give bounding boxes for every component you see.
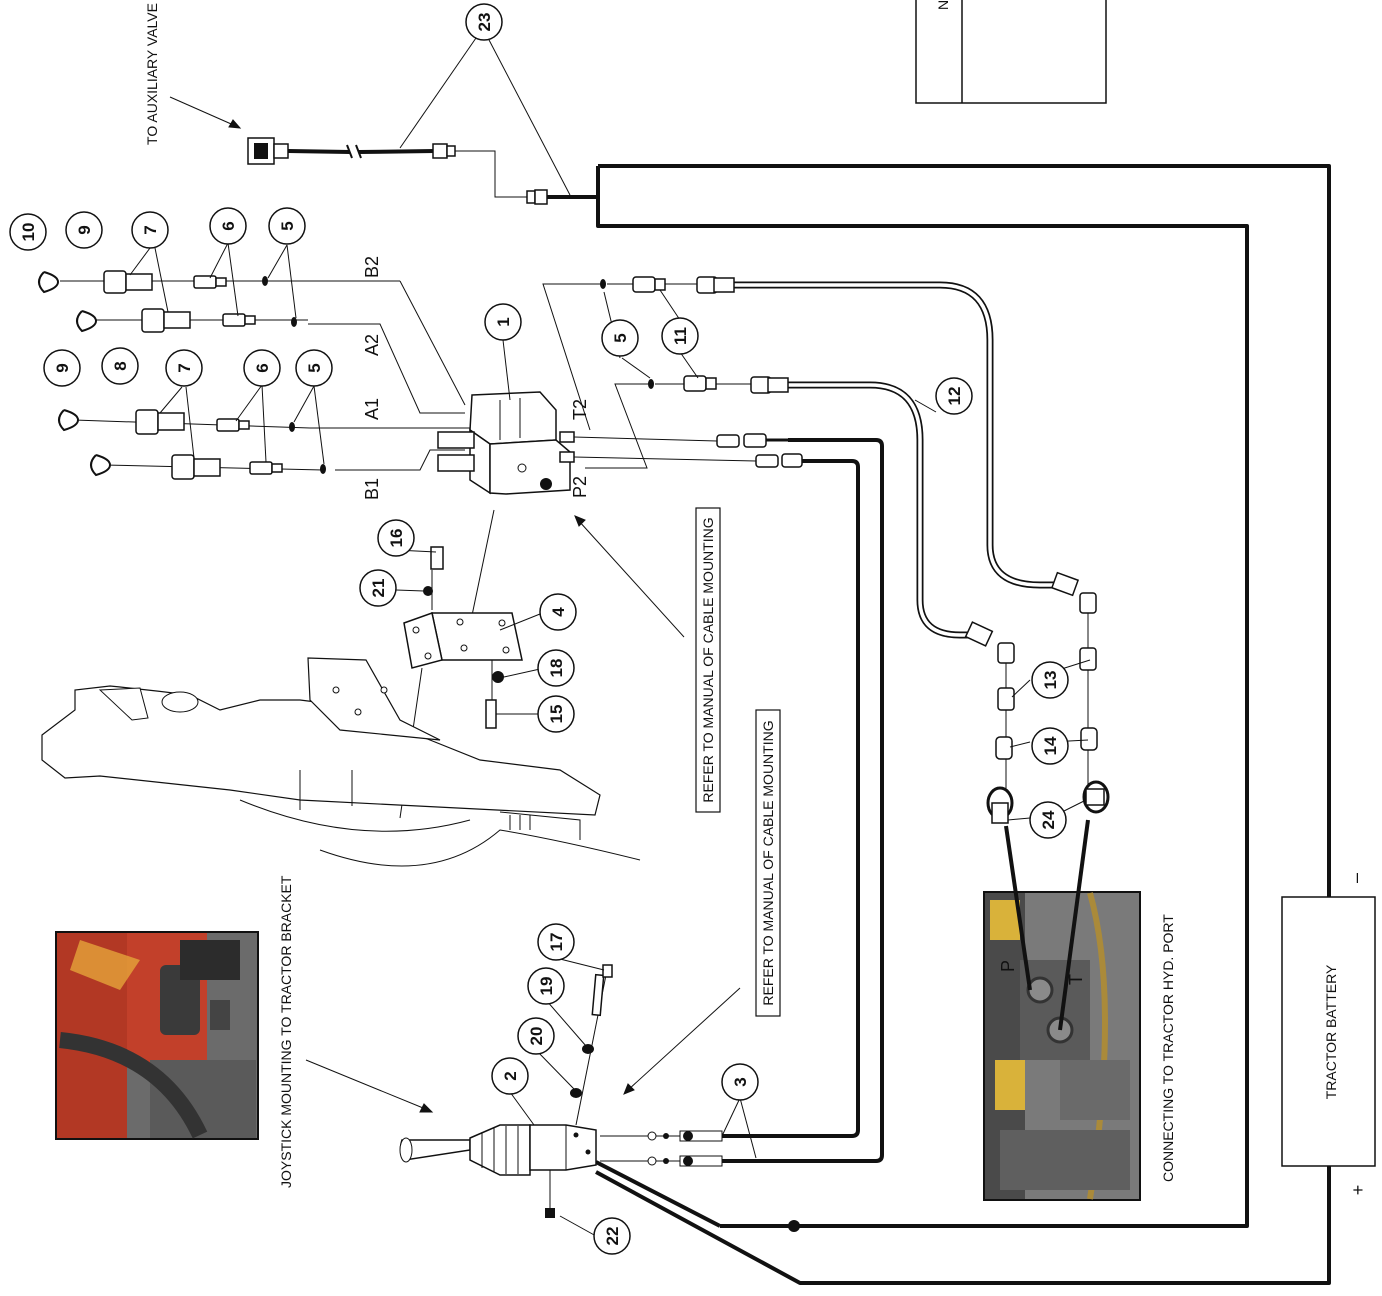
port-t2: T2 [570,399,590,420]
callout-number: 15 [547,705,566,724]
callout-16: 15 [537,695,575,733]
cable-manual-label-2: REFER TO MANUAL OF CABLE MOUNTING [760,720,776,1005]
callout-6b: 6 [243,349,281,387]
quick-couplers [986,613,1110,824]
control-cables [600,433,884,1167]
port-b2: B2 [362,256,382,278]
corner-mark: N [935,0,951,10]
callout-13: 12 [935,377,973,415]
adapters-12 [542,276,751,469]
callout-number: 9 [75,225,94,234]
callout-number: 23 [475,13,494,32]
joystick-mounting-label: JOYSTICK MOUNTING TO TRACTOR BRACKET [278,875,294,1188]
callout-number: 2 [501,1071,520,1080]
callout-18: 17 [537,923,575,961]
battery-positive-sign: + [1348,1185,1368,1196]
callout-7a: 7 [131,211,169,249]
tractor-battery: TRACTOR BATTERY – + [1281,873,1376,1196]
callout-number: 20 [527,1027,546,1046]
tractor-hyd-port-photo: P T [983,819,1141,1201]
callout-19a: 18 [537,649,575,687]
callout-number: 10 [19,223,38,242]
electrical-wiring [595,164,1331,1285]
tractor-bracket-sketch [41,657,641,867]
callout-5b: 5 [295,349,333,387]
callout-number: 9 [53,363,72,372]
callout-number: 7 [141,225,160,234]
callout-number: 13 [1041,671,1060,690]
cable-manual-note-1: REFER TO MANUAL OF CABLE MOUNTING [574,507,721,813]
callout-4: 4 [539,593,577,631]
callout-number: 6 [253,363,272,372]
callout-12: 11 [661,317,699,355]
callout-11: 10 [9,213,47,251]
mounting-bracket [399,546,523,819]
callout-2: 2 [491,1057,529,1095]
callout-21: 21 [359,569,397,607]
callout-23: 23 [465,3,503,41]
callout-number: 22 [603,1227,622,1246]
callout-20: 20 [517,1017,555,1055]
port-labels: B2 A2 A1 B1 T2 P2 [362,256,590,500]
callout-number: 21 [369,579,388,598]
photo-p-label: P [998,960,1018,972]
callout-8: 8 [101,347,139,385]
callout-number: 8 [111,361,130,370]
hydraulic-hoses [696,276,1097,664]
callout-number: 19 [537,977,556,996]
callout-5a: 5 [268,207,306,245]
port-fittings [38,270,400,480]
callout-number: 17 [547,933,566,952]
port-b1: B1 [362,478,382,500]
callout-number: 6 [219,221,238,230]
callout-number: 5 [278,221,297,230]
title-block-fragment: N [915,0,1107,104]
callout-7b: 7 [165,349,203,387]
callout-14: 13 [1031,661,1069,699]
port-p2: P2 [570,476,590,498]
callout-number: 16 [387,529,406,548]
callout-number: 18 [547,659,566,678]
callout-5c: 5 [601,319,639,357]
cable-manual-note-2: REFER TO MANUAL OF CABLE MOUNTING [623,709,781,1095]
callout-24: 24 [1029,801,1067,839]
port-a2: A2 [362,334,382,356]
callouts: 10 9 7 6 5 9 8 7 6 5 1 5 11 12 23 4 16 2… [9,3,1069,1255]
callout-3: 3 [721,1063,759,1101]
callout-number: 12 [945,387,964,406]
battery-negative-sign: – [1346,873,1366,883]
callout-10: 9 [65,211,103,249]
callout-number: 1 [494,317,513,326]
callout-number: 24 [1039,810,1058,829]
aux-valve-label: TO AUXILIARY VALVE [144,3,160,145]
control-valve [437,391,757,626]
photo-t-label: T [1066,974,1086,985]
callout-6a: 6 [209,207,247,245]
hyd-port-label: CONNECTING TO TRACTOR HYD. PORT [1160,914,1176,1182]
callout-number: 14 [1041,736,1060,755]
callout-19b: 19 [527,967,565,1005]
callout-15: 14 [1031,727,1069,765]
battery-label: TRACTOR BATTERY [1323,964,1339,1099]
callout-number: 5 [611,333,630,342]
port-leaders [308,280,470,471]
port-a1: A1 [362,398,382,420]
callout-number: 5 [305,363,324,372]
callout-number: 7 [175,363,194,372]
cable-manual-label-1: REFER TO MANUAL OF CABLE MOUNTING [700,517,716,802]
callout-17: 16 [377,519,415,557]
joystick [399,964,613,1218]
callout-number: 4 [549,607,568,617]
joystick-mounting-photo [55,931,259,1140]
callout-9: 9 [43,349,81,387]
callout-number: 3 [731,1077,750,1086]
joystick-mounting-arrow [305,1059,434,1113]
callout-number: 11 [671,327,690,345]
aux-valve-harness: TO AUXILIARY VALVE [144,3,598,205]
callout-1: 1 [484,303,522,341]
callout-22: 22 [593,1217,631,1255]
